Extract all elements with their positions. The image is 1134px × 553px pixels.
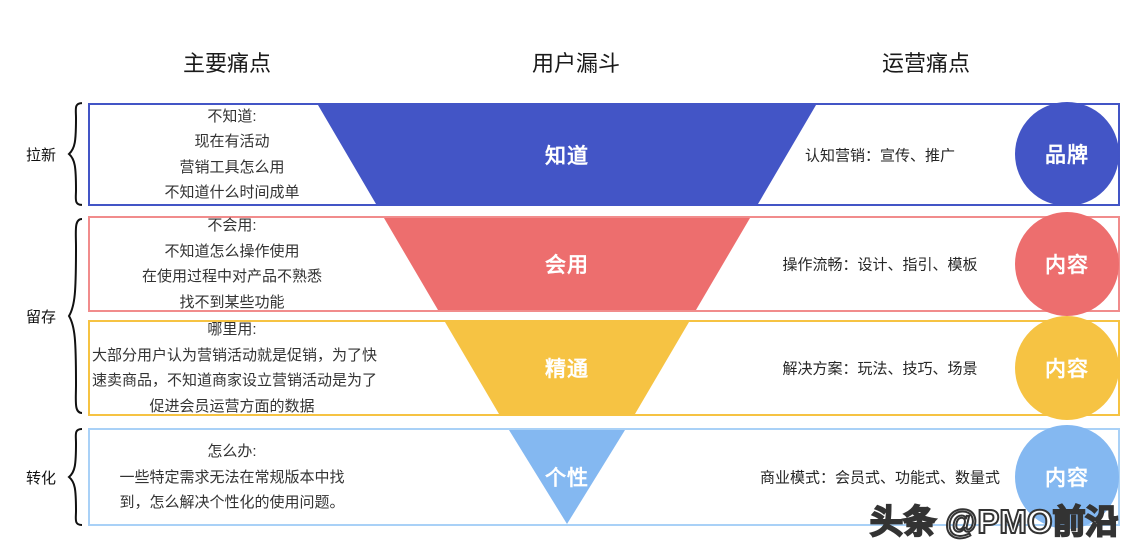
curly-brace-icon (64, 101, 86, 207)
curly-brace-icon (64, 215, 86, 417)
funnel-stage-label: 知道 (545, 144, 589, 168)
circle-label: 品牌 (1045, 144, 1089, 167)
column-header-pain: 主要痛点 (182, 51, 272, 76)
curly-brace-icon (64, 427, 86, 527)
ops-text: 解决方案：玩法、技巧、场景 (782, 360, 978, 378)
ops-text: 商业模式：会员式、功能式、数量式 (759, 469, 1000, 487)
group-label-acquisition: 拉新 (26, 147, 57, 164)
stage-circle-content: 内容 (1015, 212, 1119, 316)
stage-row-master: 哪里用: 大部分用户认为营销活动就是促销，为了快 速卖商品，不知道商家设立营销活… (88, 320, 1120, 416)
funnel-stage-label: 个性 (545, 467, 589, 490)
stage-circle-content: 内容 (1015, 316, 1119, 420)
stage-row-know: 不知道: 现在有活动 营销工具怎么用 不知道什么时间成单 知道 认知营销：宣传、… (88, 103, 1120, 206)
stage-circle-brand: 品牌 (1015, 102, 1119, 206)
funnel-segment (384, 218, 750, 310)
funnel-segment (318, 105, 816, 204)
group-label-retention: 留存 (26, 309, 57, 326)
column-header-funnel: 用户漏斗 (531, 51, 621, 76)
pain-text: 不知道: 现在有活动 营销工具怎么用 不知道什么时间成单 (164, 107, 300, 202)
ops-text: 操作流畅：设计、指引、模板 (782, 256, 978, 274)
pain-text: 怎么办: 一些特定需求无法在常规版本中找 到，怎么解决个性化的使用问题。 (119, 442, 345, 511)
stage-row-custom: 怎么办: 一些特定需求无法在常规版本中找 到，怎么解决个性化的使用问题。 个性 … (88, 428, 1120, 526)
circle-label: 内容 (1045, 358, 1089, 381)
pain-text: 不会用: 不知道怎么操作使用 在使用过程中对产品不熟悉 找不到某些功能 (141, 217, 322, 311)
column-header-ops: 运营痛点 (881, 51, 971, 76)
stage-circle-content: 内容 (1015, 425, 1119, 529)
stage-row-use: 不会用: 不知道怎么操作使用 在使用过程中对产品不熟悉 找不到某些功能 会用 操… (88, 216, 1120, 312)
circle-label: 内容 (1045, 467, 1089, 490)
pain-text: 哪里用: 大部分用户认为营销活动就是促销，为了快 速卖商品，不知道商家设立营销活… (92, 321, 378, 415)
group-label-conversion: 转化 (26, 470, 57, 487)
funnel-stage-label: 精通 (545, 358, 589, 381)
circle-label: 内容 (1045, 254, 1089, 277)
funnel-stage-label: 会用 (545, 254, 589, 277)
ops-text: 认知营销：宣传、推广 (804, 147, 955, 164)
watermark: 头条 @PMO前沿 (869, 502, 1120, 541)
